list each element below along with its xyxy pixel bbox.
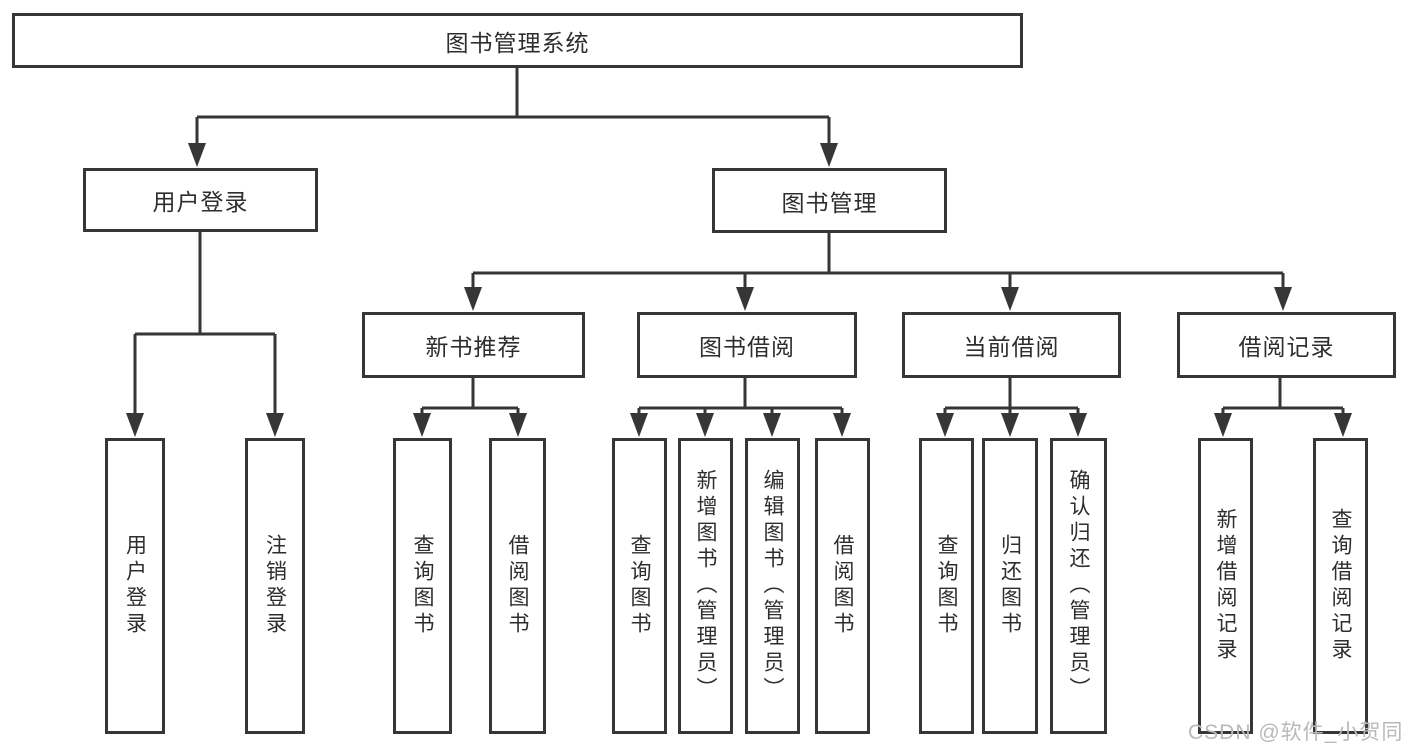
leaf-borrow-book-recommend: 借阅图书 (489, 438, 546, 734)
csdn-watermark: CSDN @软件_小贺同学 (1188, 721, 1405, 744)
leaf-borrow-book: 借阅图书 (815, 438, 870, 734)
leaf-add-book-admin: 新增图书（管理员） (678, 438, 733, 734)
leaf-query-book-borrow: 查询图书 (612, 438, 667, 734)
leaf-confirm-return-admin: 确认归还（管理员） (1050, 438, 1107, 734)
node-book-management: 图书管理 (712, 168, 947, 233)
leaf-query-borrow-record: 查询借阅记录 (1313, 438, 1368, 734)
node-user-login: 用户登录 (83, 168, 318, 232)
leaf-user-login: 用户登录 (105, 438, 165, 734)
leaf-query-book-current: 查询图书 (919, 438, 974, 734)
node-book-borrow: 图书借阅 (637, 312, 857, 378)
node-new-book-recommend: 新书推荐 (362, 312, 585, 378)
arrowheads (126, 143, 1352, 437)
leaf-return-book: 归还图书 (982, 438, 1038, 734)
leaf-add-borrow-record: 新增借阅记录 (1198, 438, 1253, 734)
node-borrow-records: 借阅记录 (1177, 312, 1396, 378)
leaf-query-book-recommend: 查询图书 (393, 438, 452, 734)
node-root-system: 图书管理系统 (12, 13, 1023, 68)
node-current-borrow: 当前借阅 (902, 312, 1121, 378)
leaf-edit-book-admin: 编辑图书（管理员） (745, 438, 800, 734)
leaf-logout-login: 注销登录 (245, 438, 305, 734)
